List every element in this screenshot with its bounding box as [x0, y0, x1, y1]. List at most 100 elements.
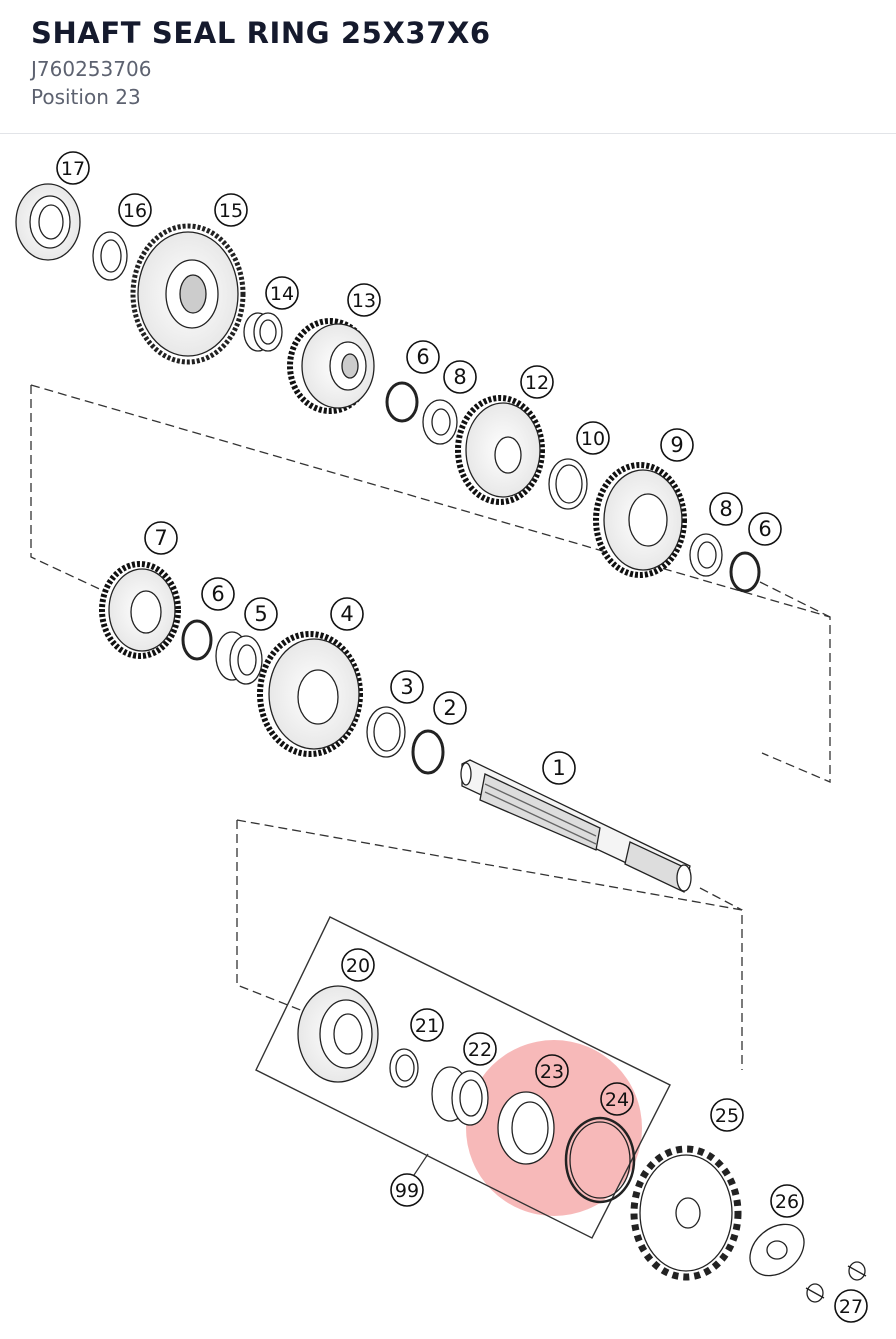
gear-7 — [99, 561, 181, 659]
circlip-6-upper — [385, 381, 419, 423]
gear-13 — [287, 318, 375, 414]
callout-label: 5 — [254, 602, 267, 626]
gear-9 — [593, 462, 687, 578]
callout-circle — [410, 1008, 444, 1042]
callout-20[interactable]: 20 — [341, 948, 375, 982]
callout-6[interactable]: 6 — [406, 340, 440, 374]
callout-label: 99 — [395, 1180, 419, 1202]
callout-label: 22 — [468, 1039, 492, 1061]
callout-circle — [710, 1098, 744, 1132]
washer-10 — [548, 458, 588, 510]
bushing-14 — [243, 312, 283, 352]
callout-label: 1 — [552, 756, 565, 780]
retainer-plate-26 — [749, 1223, 805, 1277]
callout-7[interactable]: 7 — [144, 521, 178, 555]
callout-circle — [443, 360, 477, 394]
callout-3[interactable]: 3 — [390, 670, 424, 704]
shaft-1 — [460, 759, 692, 893]
callout-circle — [520, 365, 554, 399]
callout-label: 9 — [670, 433, 683, 457]
callout-circle — [118, 193, 152, 227]
kit-99-leader — [411, 1153, 429, 1179]
callout-12[interactable]: 12 — [520, 365, 554, 399]
callout-2[interactable]: 2 — [433, 691, 467, 725]
callout-circle — [390, 1173, 424, 1207]
callout-21[interactable]: 21 — [410, 1008, 444, 1042]
washer-21 — [389, 1048, 419, 1088]
callout-label: 20 — [346, 955, 370, 977]
callout-circle — [56, 151, 90, 185]
callout-23[interactable]: 23 — [535, 1054, 569, 1088]
callout-label: 23 — [540, 1061, 564, 1083]
sprocket-25 — [630, 1145, 742, 1281]
screws-27 — [805, 1261, 867, 1303]
callout-circle — [748, 512, 782, 546]
circlip-2 — [411, 729, 445, 775]
callout-5[interactable]: 5 — [244, 597, 278, 631]
callout-15[interactable]: 15 — [214, 193, 248, 227]
washer-8-right — [689, 533, 723, 577]
callout-22[interactable]: 22 — [463, 1032, 497, 1066]
assembly-lines — [30, 384, 831, 1070]
callout-label: 3 — [400, 675, 413, 699]
callout-label: 8 — [719, 497, 732, 521]
callout-27[interactable]: 27 — [834, 1289, 868, 1323]
callout-circle — [341, 948, 375, 982]
callout-label: 8 — [453, 365, 466, 389]
callout-circle — [406, 340, 440, 374]
parts — [15, 183, 867, 1303]
callout-circle — [390, 670, 424, 704]
callout-1[interactable]: 1 — [542, 751, 576, 785]
callout-8[interactable]: 8 — [443, 360, 477, 394]
callout-label: 26 — [775, 1191, 799, 1213]
callout-label: 16 — [123, 200, 147, 222]
callout-99[interactable]: 99 — [390, 1173, 424, 1207]
callout-10[interactable]: 10 — [576, 421, 610, 455]
gear-4 — [257, 631, 363, 757]
callout-circle — [535, 1054, 569, 1088]
circlip-6-right — [729, 551, 761, 593]
callout-circle — [542, 751, 576, 785]
part-number: J760253706 — [31, 57, 152, 81]
callout-9[interactable]: 9 — [660, 428, 694, 462]
bushing-22 — [431, 1066, 489, 1126]
callout-label: 14 — [270, 283, 294, 305]
callout-circle — [265, 276, 299, 310]
bearing-17 — [15, 183, 81, 261]
callout-label: 10 — [581, 428, 605, 450]
callout-circle — [330, 597, 364, 631]
callout-label: 12 — [525, 372, 549, 394]
callout-label: 15 — [219, 200, 243, 222]
callout-circle — [709, 492, 743, 526]
callout-label: 6 — [758, 517, 771, 541]
callout-26[interactable]: 26 — [770, 1184, 804, 1218]
callout-13[interactable]: 13 — [347, 283, 381, 317]
callout-circle — [834, 1289, 868, 1323]
callout-16[interactable]: 16 — [118, 193, 152, 227]
callout-circle — [770, 1184, 804, 1218]
callout-17[interactable]: 17 — [56, 151, 90, 185]
part-title: SHAFT SEAL RING 25X37X6 — [31, 16, 491, 50]
o-ring-24 — [564, 1116, 636, 1204]
kit-99-box — [255, 916, 671, 1239]
callout-circle — [433, 691, 467, 725]
callout-8[interactable]: 8 — [709, 492, 743, 526]
callout-label: 27 — [839, 1296, 863, 1318]
part-position: Position 23 — [31, 85, 141, 109]
callout-6[interactable]: 6 — [201, 577, 235, 611]
callout-6[interactable]: 6 — [748, 512, 782, 546]
callout-24[interactable]: 24 — [600, 1082, 634, 1116]
callout-circle — [244, 597, 278, 631]
part-header: SHAFT SEAL RING 25X37X6 J760253706 Posit… — [0, 0, 896, 134]
callout-label: 4 — [340, 602, 353, 626]
callout-4[interactable]: 4 — [330, 597, 364, 631]
callout-label: 25 — [715, 1105, 739, 1127]
callout-label: 24 — [605, 1089, 629, 1111]
callout-25[interactable]: 25 — [710, 1098, 744, 1132]
callout-circle — [201, 577, 235, 611]
callout-14[interactable]: 14 — [265, 276, 299, 310]
washer-3 — [366, 706, 406, 758]
callout-label: 21 — [415, 1015, 439, 1037]
callout-circle — [214, 193, 248, 227]
callout-label: 13 — [352, 290, 376, 312]
